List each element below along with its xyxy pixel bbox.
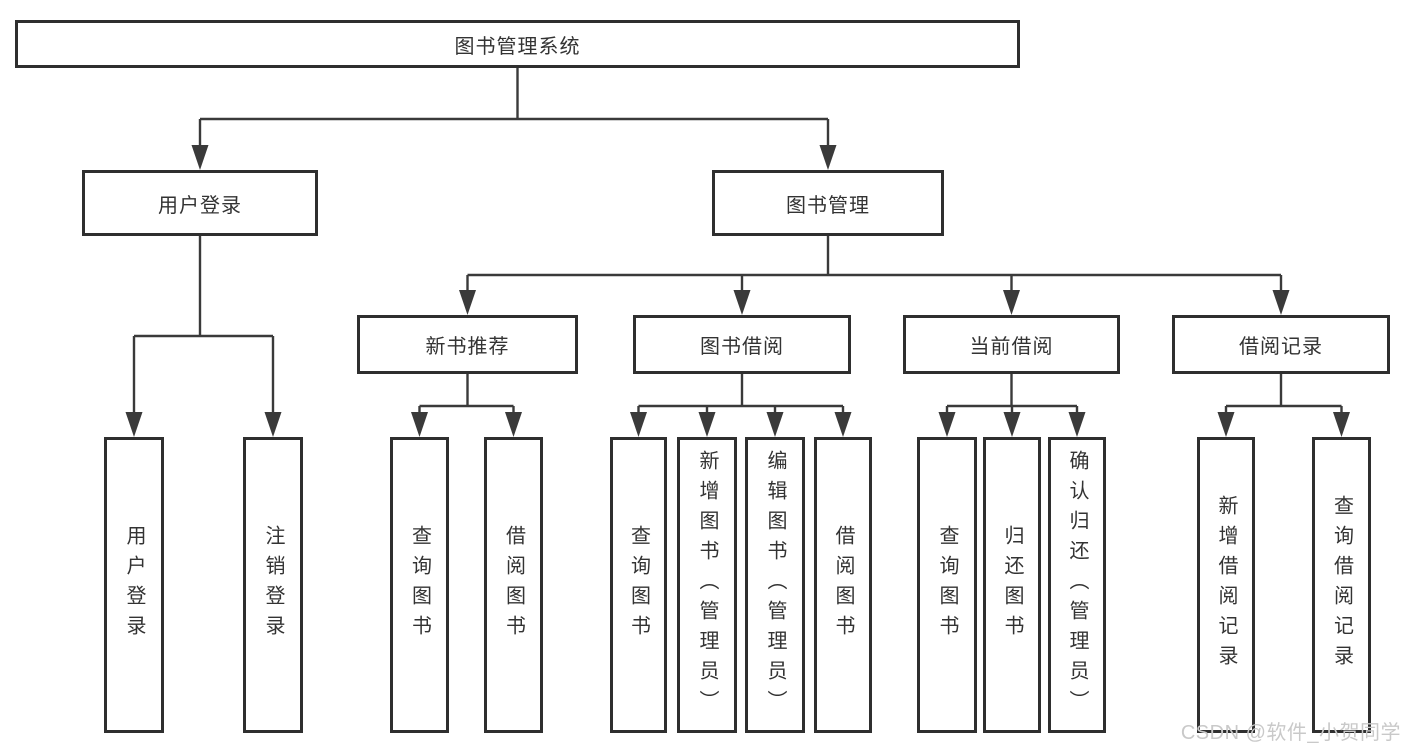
leaf-borrow-books: 借阅图书 — [814, 437, 872, 733]
leaf-user-login: 用户登录 — [104, 437, 164, 733]
csdn-watermark: CSDN @软件_小贺同学 — [1180, 722, 1401, 744]
node-label: 借阅记录 — [1239, 336, 1323, 358]
node-label: 查询图书 — [408, 525, 431, 645]
arrowhead-icon — [1003, 290, 1020, 315]
leaf-edit-books-admin: 编辑图书（管理员） — [745, 437, 805, 733]
leaf-borrow-books-recommend: 借阅图书 — [484, 437, 543, 733]
arrowhead-icon — [1003, 412, 1021, 437]
arrowhead-icon — [1333, 412, 1350, 437]
leaf-logout: 注销登录 — [243, 437, 303, 733]
arrowhead-icon — [1217, 412, 1235, 437]
node-label: 用户登录 — [158, 194, 242, 217]
arrowhead-icon — [733, 290, 751, 315]
arrowhead-icon — [766, 412, 784, 437]
node-label: 图书借阅 — [700, 336, 784, 358]
leaf-return-books: 归还图书 — [983, 437, 1041, 733]
node-book-management-system: 图书管理系统 — [15, 20, 1020, 68]
connector-book-management-to-level3 — [466, 236, 1283, 292]
arrowhead-icon — [264, 412, 282, 437]
connector-current-borrow-to-leaves — [945, 374, 1079, 414]
leaf-query-books-current: 查询图书 — [917, 437, 977, 733]
node-borrow-records: 借阅记录 — [1172, 315, 1390, 374]
node-label: 借阅图书 — [832, 525, 854, 645]
node-label: 图书管理系统 — [454, 35, 581, 58]
arrowhead-icon — [630, 412, 647, 437]
node-label: 确认归还（管理员） — [1066, 450, 1088, 720]
node-label: 归还图书 — [1001, 525, 1023, 645]
node-book-borrow: 图书借阅 — [633, 315, 851, 374]
leaf-query-books-recommend: 查询图书 — [390, 437, 449, 733]
node-label: 查询图书 — [627, 525, 650, 645]
arrowhead-icon — [834, 412, 852, 437]
connector-borrow-records-to-leaves — [1224, 374, 1343, 414]
node-label: 当前借阅 — [969, 336, 1054, 358]
node-label: 新书推荐 — [425, 336, 510, 358]
node-label: 编辑图书（管理员） — [764, 450, 786, 720]
connector-book-borrow-to-leaves — [637, 374, 845, 414]
arrowhead-icon — [1068, 412, 1086, 437]
node-label: 新增图书（管理员） — [696, 450, 718, 720]
node-label: 用户登录 — [123, 525, 145, 645]
arrowhead-icon — [125, 412, 143, 437]
leaf-confirm-return-admin: 确认归还（管理员） — [1048, 437, 1106, 733]
arrowhead-icon — [698, 412, 716, 437]
node-book-management: 图书管理 — [712, 170, 944, 236]
connector-root-to-level2 — [198, 68, 830, 146]
leaf-add-books-admin: 新增图书（管理员） — [677, 437, 737, 733]
leaf-query-borrow-record: 查询借阅记录 — [1312, 437, 1371, 733]
leaf-add-borrow-record: 新增借阅记录 — [1197, 437, 1255, 733]
arrowhead-icon — [819, 145, 837, 170]
node-label: 注销登录 — [262, 525, 284, 645]
arrowhead-icon — [191, 145, 209, 170]
node-user-login: 用户登录 — [82, 170, 318, 236]
arrowhead-icon — [411, 412, 428, 437]
connector-user-login-to-leaves — [132, 236, 275, 413]
arrowhead-icon — [938, 412, 956, 437]
node-new-book-recommend: 新书推荐 — [357, 315, 578, 374]
arrowhead-icon — [1272, 290, 1290, 315]
node-label: 查询借阅记录 — [1330, 495, 1353, 675]
arrowhead-icon — [505, 412, 522, 437]
node-label: 图书管理 — [786, 194, 870, 217]
node-label: 新增借阅记录 — [1215, 495, 1237, 675]
node-label: 查询图书 — [936, 525, 958, 645]
node-label: 借阅图书 — [502, 525, 525, 645]
leaf-query-books-borrow: 查询图书 — [610, 437, 667, 733]
connector-new-book-recommend-to-leaves — [418, 374, 515, 414]
arrowhead-icon — [459, 290, 476, 315]
node-current-borrow: 当前借阅 — [903, 315, 1120, 374]
